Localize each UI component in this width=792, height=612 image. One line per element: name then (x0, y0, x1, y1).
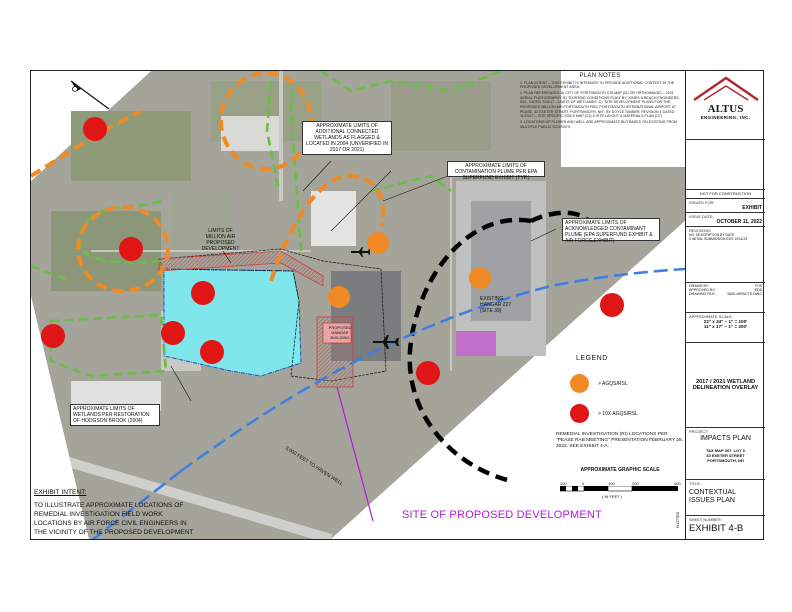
sheet-title-block: 2017 / 2021 WETLAND DELINEATION OVERLAY (686, 342, 765, 427)
haven-well-line (180, 267, 685, 473)
scale-tick-0: 100 (560, 481, 567, 486)
label-proposed-hangar: PROPOSED HANGAR BUILDING (328, 325, 352, 340)
drawn-by-value: PJS (755, 284, 762, 288)
graphic-scale: APPROXIMATE GRAPHIC SCALE 100 0 100 200 … (560, 467, 681, 507)
blank-area (686, 139, 765, 259)
plan-note-2: 2. PLAN REFERENCES: A) CITY OF PORTSMOUT… (520, 91, 680, 119)
project-label: PROJECT: (689, 429, 709, 434)
callout-hodgson-brook: APPROXIMATE LIMITS OF WETLANDS PER RESTO… (70, 404, 160, 426)
ri-locations-orange[interactable] (328, 232, 491, 308)
site-of-proposed-development-label: SITE OF PROPOSED DEVELOPMENT (402, 509, 602, 521)
exhibit-intent-line-1: TO ILLUSTRATE APPROXIMATE LOCATIONS OF (34, 502, 184, 509)
approx-scale-block: APPROXIMATE SCALE: 22" x 34" – 1" = 100'… (686, 312, 765, 342)
title-label-block: TITLE: CONTEXTUAL ISSUES PLAN (686, 479, 765, 515)
sheet-number-value: EXHIBIT 4-B (689, 523, 744, 534)
scale-bar (560, 486, 678, 492)
label-existing-hangar: EXISTING HANGAR 227 (SITE 39) (480, 296, 512, 314)
drawing-file-label: DRAWING FILE: (689, 292, 716, 296)
drawing-sheet-border (30, 70, 764, 540)
issued-for-row: ISSUED FOR: EXHIBIT (686, 198, 765, 212)
wetland-area[interactable] (163, 268, 302, 377)
not-for-construction: NOT FOR CONSTRUCTION (699, 191, 752, 196)
issue-date-value: OCTOBER 11, 2022 (716, 219, 763, 225)
exhibit-intent-line-3: LOCATIONS BY AIR FORCE CIVIL ENGINEERS I… (34, 520, 187, 527)
airplane-icon (373, 335, 399, 349)
revisions-header: NO. DESCRIPTION BY DATE (689, 233, 735, 237)
plotted-label: PLOTTED (676, 511, 680, 528)
exhibit-intent-line-4: THE VICINITY OF THE PROPOSED DEVELOPMENT (34, 529, 194, 536)
tax-map: TAX MAP 307, LOT 0 (706, 448, 745, 453)
scale-unit: ( IN FEET ) (602, 494, 623, 499)
approved-by-value: EDS (754, 288, 762, 292)
plan-note-3: 3. LOCATIONS OF PLUMES AND WELL ARE APPR… (520, 120, 678, 129)
legend-red-dot-icon (570, 404, 589, 423)
issued-for-value: EXHIBIT (742, 205, 762, 211)
altus-logo-icon (692, 76, 759, 101)
approx-scale-label: APPROXIMATE SCALE: (689, 314, 733, 319)
north-arrow-icon (70, 80, 110, 110)
plan-note-1: 1. PLAN INTENT – THIS EXHIBIT IS INTENDE… (520, 80, 675, 90)
exhibit-intent-line-2: REMEDIAL INVESTIGATION FIELD WORK (34, 511, 163, 518)
issue-date-label: ISSUE DATE: (689, 214, 714, 219)
legend-item-agqs: > AGQS/RSL (598, 381, 628, 387)
approved-by-label: APPROVED BY: (689, 288, 716, 292)
project-value: IMPACTS PLAN (700, 435, 751, 442)
scale-tick-2: 100 (608, 481, 615, 486)
title-block: ALTUS ENGINEERING, INC. NOT FOR CONSTRUC… (685, 71, 765, 539)
scale-line-1: 22" x 34" – 1" = 100' (703, 319, 748, 324)
site-leader-line (336, 386, 374, 522)
callout-contamination-plume: APPROXIMATE LIMITS OF CONTAMINATION PLUM… (447, 161, 545, 181)
callout-acknowledged-plume: APPROXIMATE LIMITS OF ACKNOWLEDGED CONTA… (562, 218, 660, 244)
not-for-construction-row: NOT FOR CONSTRUCTION (686, 189, 765, 198)
sheet-number-block: SHEET NUMBER: EXHIBIT 4-B (686, 515, 765, 539)
wetland-limits-lines (31, 71, 502, 378)
exhibit-intent: EXHIBIT INTENT: TO ILLUSTRATE APPROXIMAT… (34, 488, 244, 537)
revision-row: 0 INITIAL SUBMISSION EDS 10/11/22 (689, 237, 748, 241)
legend-title: LEGEND (576, 355, 608, 362)
company-sub: ENGINEERING, INC. (700, 115, 751, 120)
graphic-scale-title: APPROXIMATE GRAPHIC SCALE (580, 467, 660, 473)
sheet-number-label: SHEET NUMBER: (689, 517, 722, 522)
scale-tick-1: 0 (582, 481, 585, 486)
issued-for-label: ISSUED FOR: (689, 200, 715, 205)
issue-date-row: ISSUE DATE: OCTOBER 11, 2022 (686, 212, 765, 226)
plan-notes-title: PLAN NOTES (579, 73, 621, 79)
drawn-by-label: DRAWN BY: (689, 284, 710, 288)
callout-additional-wetlands: APPROXIMATE LIMITS OF ADDITIONAL CONNECT… (302, 121, 392, 155)
project-block: PROJECT: IMPACTS PLAN TAX MAP 307, LOT 0… (686, 427, 765, 479)
scale-line-2: 11" x 17" – 1" = 200' (703, 324, 748, 329)
remedial-note: REMEDIAL INVESTIGATION (RI) LOCATIONS PE… (556, 432, 683, 449)
drawing-file-value: 5300-IMPACTS.DWG (727, 292, 762, 296)
proposed-hangar-footprint (322, 322, 352, 344)
legend-item-10x-agqs: > 10X AGQS/RSL (598, 411, 638, 417)
legend: LEGEND > AGQS/RSL > 10X AGQS/RSL (548, 352, 678, 432)
exhibit-intent-title: EXHIBIT INTENT: (34, 489, 87, 496)
plan-notes: PLAN NOTES 1. PLAN INTENT – THIS EXHIBIT… (520, 73, 680, 131)
sheet-title: 2017 / 2021 WETLAND DELINEATION OVERLAY (692, 379, 759, 391)
scale-tick-4: 400 (674, 481, 681, 486)
title-value: CONTEXTUAL ISSUES PLAN (689, 489, 736, 504)
scale-tick-3: 200 (632, 481, 639, 486)
drawn-approved-block: DRAWN BY: PJS APPROVED BY: EDS DRAWING F… (686, 282, 765, 312)
company-logo-block: ALTUS ENGINEERING, INC. (686, 71, 765, 139)
revisions-block: REVISIONS NO. DESCRIPTION BY DATE 0 INIT… (686, 226, 765, 282)
address-line-2: PORTSMOUTH, NH (707, 458, 744, 463)
address-line-1: 33 EXETER STREET (706, 453, 745, 458)
revisions-label: REVISIONS (689, 228, 711, 233)
title-label: TITLE: (689, 481, 702, 486)
label-million-air: LIMITS OF MILLION AIR PROPOSED DEVELOPME… (201, 228, 240, 252)
company-name: ALTUS (707, 103, 744, 115)
legend-orange-dot-icon (570, 374, 589, 393)
ri-locations-red[interactable] (41, 117, 624, 385)
